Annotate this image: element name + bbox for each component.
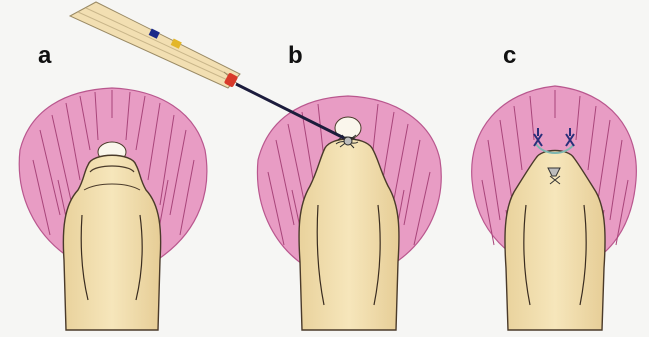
- panel-a-drawing: [19, 88, 207, 330]
- panel-c-drawing: [472, 86, 637, 330]
